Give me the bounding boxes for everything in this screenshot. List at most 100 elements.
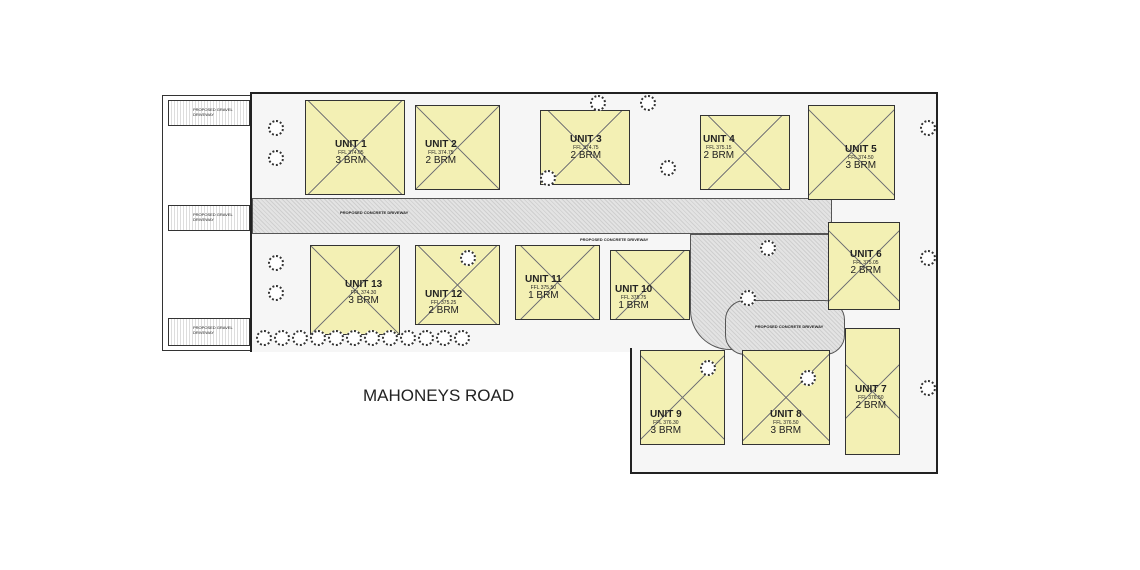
unit-ffl: FFL 374.50 (848, 154, 874, 161)
hedge-tree-icon (400, 330, 416, 346)
hedge-tree-icon (418, 330, 434, 346)
tree-icon (590, 95, 606, 111)
unit-brm: 2 BRM (850, 264, 882, 276)
unit-ffl: FFL 375.15 (706, 144, 732, 151)
hedge-tree-icon (256, 330, 272, 346)
unit-name: UNIT 3 (570, 134, 602, 145)
unit-ffl: FFL 374.75 (573, 144, 599, 151)
unit-ffl: FFL 376.30 (653, 419, 679, 426)
unit-brm: 3 BRM (348, 294, 379, 306)
unit-ffl: FFL 376.50 (858, 394, 884, 401)
unit-ffl: FFL 375.50 (530, 284, 557, 291)
unit-name: UNIT 5 (845, 144, 877, 155)
unit-ffl: FFL 376.50 (773, 419, 799, 426)
concrete-driveway-label-2: PROPOSED CONCRETE DRIVEWAY (580, 237, 649, 242)
unit-brm: 2 BRM (428, 304, 459, 316)
unit-ffl: FFL 375.75 (620, 294, 647, 301)
unit-brm: 2 BRM (425, 154, 457, 166)
hedge-tree-icon (454, 330, 470, 346)
concrete-driveway-label-3: PROPOSED CONCRETE DRIVEWAY (755, 324, 824, 329)
gravel-driveway-2: PROPOSED GRAVEL DRIVEWAY (168, 205, 250, 231)
unit-ffl: FFL 375.05 (853, 259, 879, 266)
hedge-tree-icon (292, 330, 308, 346)
tree-icon (920, 250, 936, 266)
tree-icon (268, 120, 284, 136)
unit-brm: 3 BRM (770, 424, 802, 436)
tree-icon (268, 150, 284, 166)
unit-12-building (415, 245, 500, 325)
unit-8-building (742, 350, 830, 445)
unit-3-building (540, 110, 630, 185)
unit-4-building (700, 115, 790, 190)
unit-ffl: FFL 374.30 (350, 289, 377, 296)
tree-icon (740, 290, 756, 306)
unit-brm: 1 BRM (528, 289, 559, 301)
unit-2-building (415, 105, 500, 190)
hedge-tree-icon (328, 330, 344, 346)
unit-brm: 3 BRM (335, 154, 367, 166)
unit-name: UNIT 2 (425, 139, 457, 150)
hedge-tree-icon (346, 330, 362, 346)
gravel-driveway-3: PROPOSED GRAVEL DRIVEWAY (168, 318, 250, 346)
road-label: MAHONEYS ROAD (363, 386, 515, 405)
hedge-tree-icon (364, 330, 380, 346)
unit-10-building (610, 250, 690, 320)
unit-name: UNIT 4 (703, 134, 735, 145)
hedge-tree-icon (382, 330, 398, 346)
unit-13-building (310, 245, 400, 335)
tree-icon (640, 95, 656, 111)
unit-name: UNIT 11 (525, 274, 562, 285)
unit-brm: 2 BRM (703, 149, 735, 161)
hedge-tree-icon (274, 330, 290, 346)
unit-1-building (305, 100, 405, 195)
unit-5-building (808, 105, 895, 200)
unit-name: UNIT 1 (335, 139, 367, 150)
hedge-tree-icon (436, 330, 452, 346)
unit-name: UNIT 10 (615, 284, 653, 295)
hedge-tree-icon (310, 330, 326, 346)
tree-icon (268, 285, 284, 301)
tree-icon (460, 250, 476, 266)
unit-brm: 3 BRM (650, 424, 682, 436)
unit-ffl: FFL 374.05 (338, 149, 364, 156)
unit-brm: 1 BRM (618, 299, 649, 311)
tree-icon (540, 170, 556, 186)
tree-icon (920, 380, 936, 396)
unit-brm: 2 BRM (855, 399, 887, 411)
unit-name: UNIT 9 (650, 409, 682, 420)
unit-6-building (828, 222, 900, 310)
unit-11-building (515, 245, 600, 320)
tree-icon (660, 160, 676, 176)
tree-icon (268, 255, 284, 271)
unit-brm: 3 BRM (845, 159, 877, 171)
unit-ffl: FFL 374.75 (428, 149, 454, 156)
unit-name: UNIT 13 (345, 279, 383, 290)
concrete-driveway-lower (725, 300, 845, 355)
tree-icon (760, 240, 776, 256)
unit-name: UNIT 8 (770, 409, 802, 420)
gravel-driveway-1: PROPOSED GRAVEL DRIVEWAY (168, 100, 250, 126)
tree-icon (800, 370, 816, 386)
unit-brm: 2 BRM (570, 149, 602, 161)
unit-name: UNIT 7 (855, 384, 887, 395)
unit-name: UNIT 12 (425, 289, 463, 300)
concrete-driveway-label: PROPOSED CONCRETE DRIVEWAY (340, 210, 409, 215)
unit-7-building (845, 328, 900, 455)
concrete-driveway-main (252, 198, 832, 234)
tree-icon (700, 360, 716, 376)
unit-ffl: FFL 375.25 (430, 299, 457, 306)
unit-name: UNIT 6 (850, 249, 882, 260)
